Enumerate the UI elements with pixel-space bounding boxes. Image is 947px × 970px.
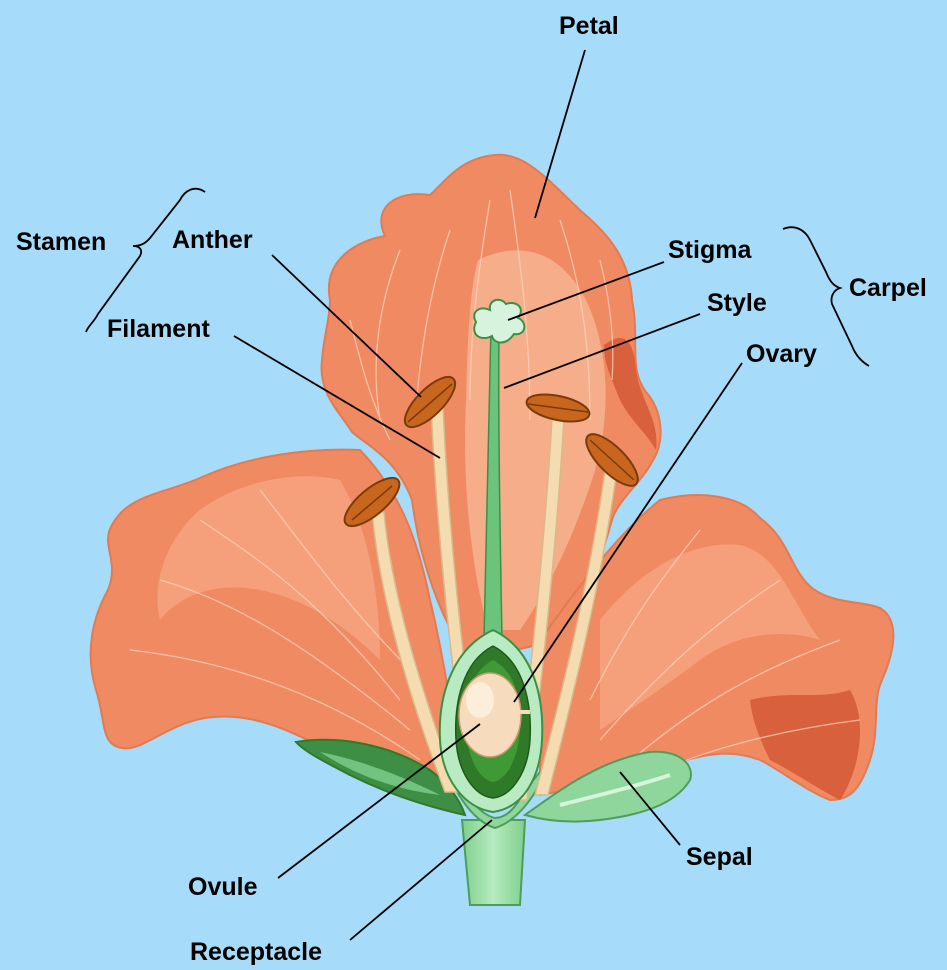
ovule-shape bbox=[459, 673, 521, 757]
label-petal: Petal bbox=[559, 14, 619, 39]
label-stigma: Stigma bbox=[668, 238, 751, 263]
label-style: Style bbox=[707, 291, 767, 316]
label-filament: Filament bbox=[107, 317, 210, 342]
label-stamen: Stamen bbox=[16, 230, 106, 255]
label-ovule: Ovule bbox=[188, 875, 257, 900]
stamen-brace bbox=[86, 189, 205, 332]
label-carpel: Carpel bbox=[849, 276, 927, 301]
label-ovary: Ovary bbox=[746, 342, 817, 367]
label-sepal: Sepal bbox=[686, 845, 753, 870]
label-anther: Anther bbox=[172, 228, 253, 253]
stem bbox=[462, 820, 525, 905]
label-receptacle: Receptacle bbox=[190, 940, 322, 965]
